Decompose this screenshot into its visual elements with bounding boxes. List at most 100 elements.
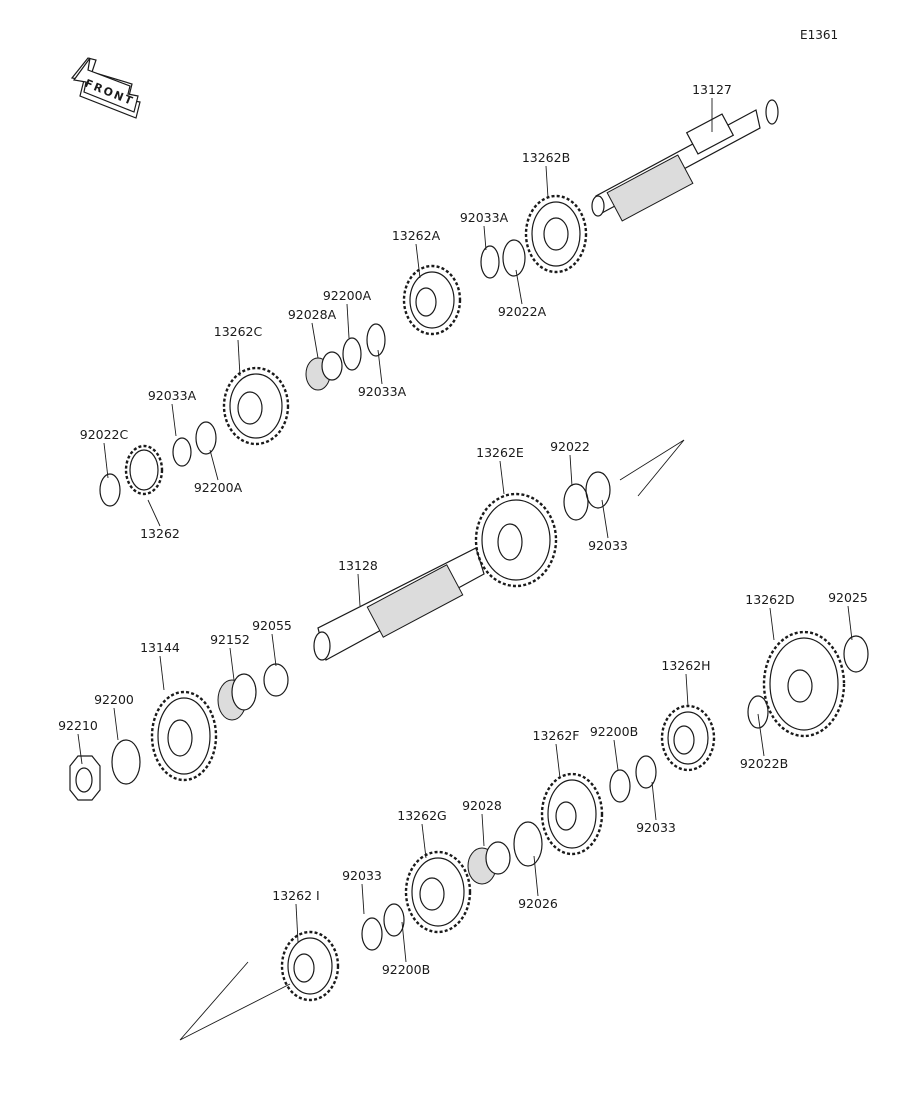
part-label-92200A_top: 92200A [323,288,372,303]
leader-line-92200 [113,707,119,741]
gear-13262E [474,492,558,588]
part-label-92022: 92022 [550,439,590,454]
circlip-92033-top [585,471,611,509]
leader-line-92026 [533,855,539,897]
leader-line-92200A_low [209,449,219,481]
part-label-92055: 92055 [252,618,292,633]
circlip-92033-low [361,917,383,951]
part-label-13262G: 13262G [397,808,446,823]
part-label-13262: 13262 [140,526,180,541]
part-label-92028: 92028 [462,798,502,813]
part-label-92033: 92033 [588,538,628,553]
part-label-92022C: 92022C [80,427,129,442]
circlip-92033-mid [635,755,657,789]
leader-line-92210 [77,733,83,765]
output-shaft-13127 [591,99,779,222]
gear-13262H [660,704,716,772]
part-label-13127: 13127 [692,82,732,97]
leader-line-13262H [685,673,689,707]
leader-line-92033A_top [483,225,487,251]
part-label-13262H: 13262H [661,658,710,673]
leader-line-92033A_mid [377,349,383,385]
leader-line-92200B_top [613,739,619,771]
part-label-13144: 13144 [140,640,180,655]
axis-guide-lower [179,961,291,1041]
washer-92022A [502,239,526,277]
leader-line-92022 [569,454,573,487]
part-label-92025: 92025 [828,590,868,605]
washer-92025 [843,635,869,673]
part-label-13262C: 13262C [214,324,263,339]
leader-line-92033_mid [651,781,657,821]
part-label-92033A_top: 92033A [460,210,509,225]
part-label-92028A: 92028A [288,307,337,322]
part-label-92200B_top: 92200B [590,724,638,739]
leader-line-92022B [757,713,765,757]
leader-line-13262D [769,607,775,641]
part-label-92200A_low: 92200A [194,480,243,495]
leader-line-92033 [601,499,609,539]
gear-13262F [540,772,604,856]
part-label-92200: 92200 [94,692,134,707]
leader-line-13262F [555,743,561,779]
gear-13262C [222,366,290,446]
circlip-92033A-top [480,245,500,279]
washer-92200A-top [342,337,362,371]
part-label-92210: 92210 [58,718,98,733]
gear-13262I [280,930,340,1002]
leader-line-13262G [421,823,427,859]
leader-line-92200B_low [401,921,407,963]
needle-bearing-92028A [305,351,343,391]
washer-92022B [747,695,769,729]
leader-line-92022A [515,269,523,305]
part-label-13262B: 13262B [522,150,570,165]
leader-line-13262 [147,499,161,527]
part-label-92200B_low: 92200B [382,962,430,977]
washer-92200B-top [609,769,631,803]
leader-line-13262E [499,460,505,495]
part-label-92152: 92152 [210,632,250,647]
leader-line-92033A_low [171,403,177,437]
part-label-13262D: 13262D [745,592,794,607]
gear-13262D [762,630,846,738]
part-label-13262F: 13262F [533,728,580,743]
gear-13262G [404,850,472,934]
circlip-92033A-low [172,437,192,467]
part-label-92033_mid: 92033 [636,820,676,835]
needle-bearing-92028 [467,841,511,885]
part-label-13262E: 13262E [476,445,524,460]
collar-92152 [217,673,257,721]
leader-line-92028A [311,322,319,359]
leader-line-13144 [159,655,165,691]
leader-line-92055 [271,633,277,667]
leader-line-92033_low [361,883,365,915]
part-label-13262I: 13262 I [272,888,319,903]
washer-92022C [99,473,121,507]
diagram-code: E1361 [800,28,838,42]
part-label-92022B: 92022B [740,756,788,771]
washer-92200B-low [383,903,405,937]
leader-line-92028 [481,813,485,847]
gear-13262 [124,444,164,496]
washer-92022 [563,483,589,521]
leader-line-92200A_top [346,303,350,339]
drive-shaft-13128 [313,547,485,661]
axis-guide-upper [619,439,685,497]
circlip-92033A-mid [366,323,386,357]
front-direction-arrow-icon: FRONT [70,57,141,119]
leader-line-92022C [103,442,109,479]
gear-13262A [402,264,462,336]
lock-washer-92200 [111,739,141,785]
leader-line-13262B [545,165,549,199]
part-label-13262A: 13262A [392,228,441,243]
washer-92200A-low [195,421,217,455]
part-label-92033A_mid: 92033A [358,384,407,399]
leader-line-92152 [229,647,235,681]
leader-line-13128 [357,573,361,607]
nut-92210 [69,755,101,801]
washer-92026 [513,821,543,867]
leader-line-13262C [237,339,241,377]
leader-line-13262A [415,243,421,279]
part-label-92033A_low: 92033A [148,388,197,403]
